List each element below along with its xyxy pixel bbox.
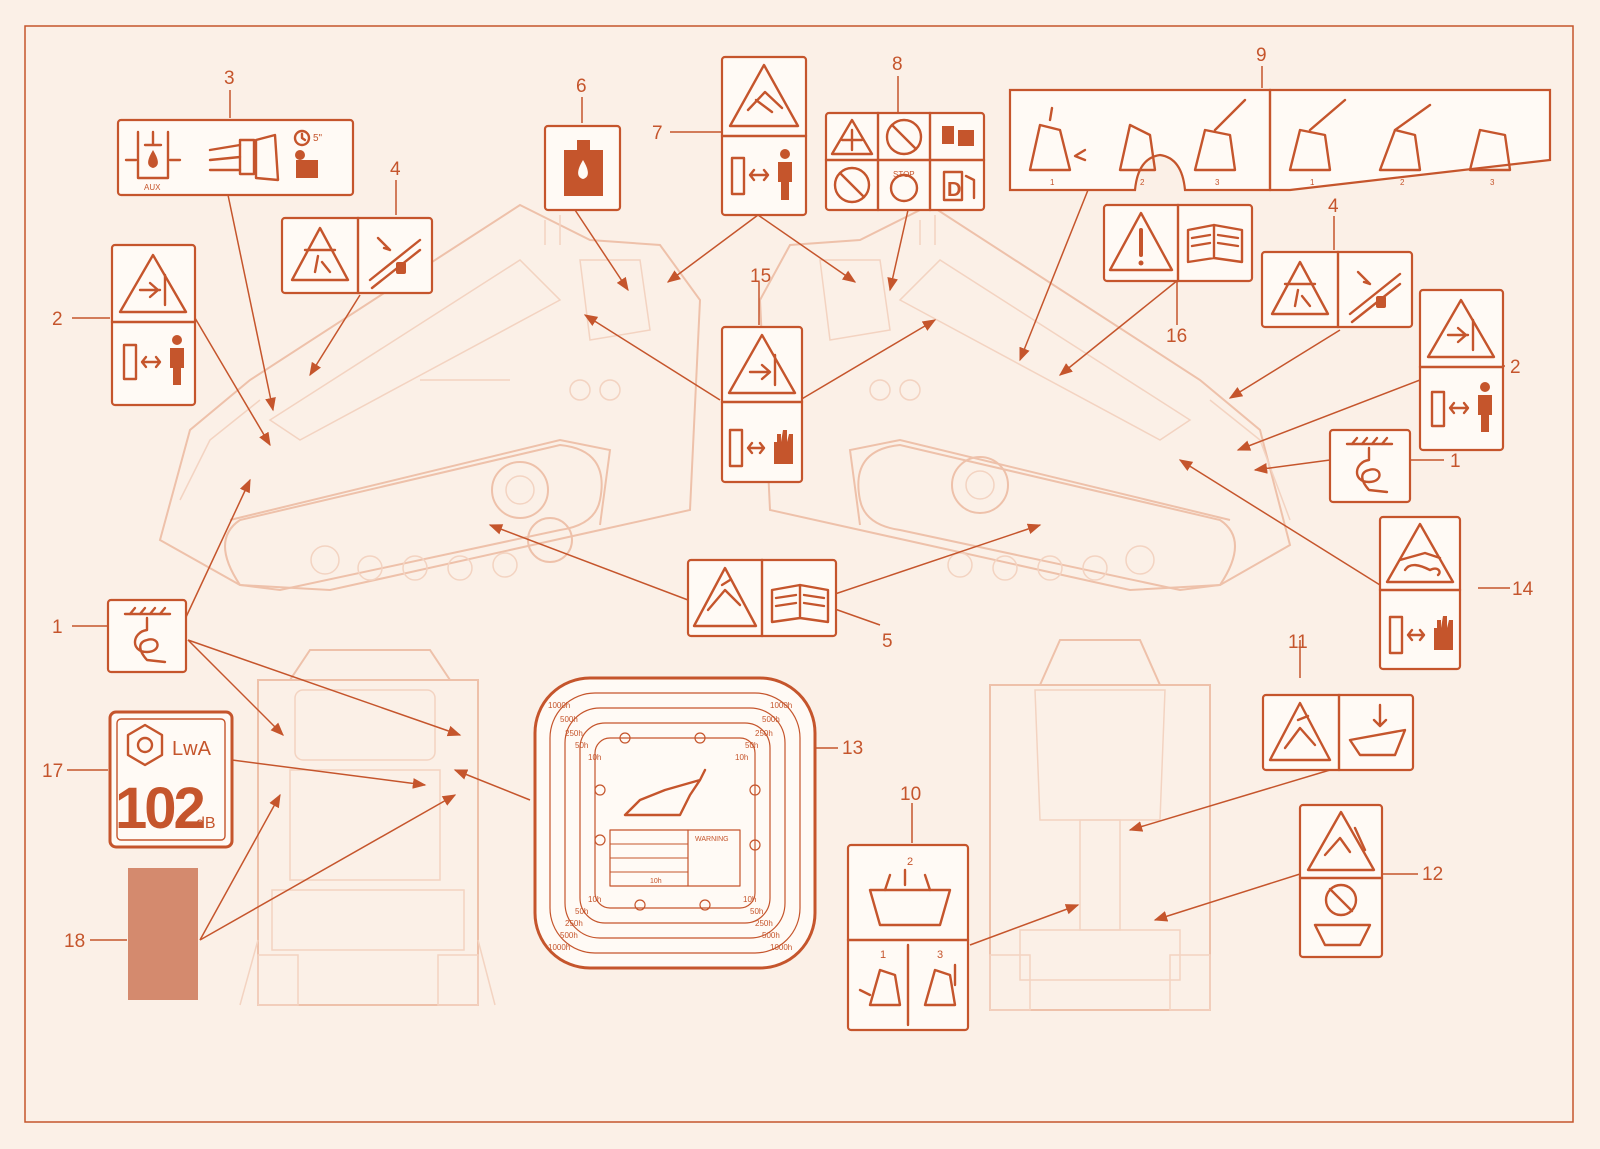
callout-9: 9 <box>1256 45 1267 66</box>
svg-text:10h: 10h <box>588 895 601 904</box>
callout-12: 12 <box>1422 864 1443 885</box>
svg-text:2: 2 <box>907 856 913 868</box>
leader-lines <box>67 66 1510 946</box>
svg-text:500h: 500h <box>762 715 780 724</box>
callout-15: 15 <box>750 266 771 287</box>
svg-text:500h: 500h <box>560 931 578 940</box>
callout-2b: 2 <box>1510 357 1521 378</box>
svg-text:2: 2 <box>1140 178 1145 187</box>
svg-text:1: 1 <box>880 949 886 961</box>
svg-text:1000h: 1000h <box>770 701 792 710</box>
decal-12-no-riders-bucket <box>1298 803 1384 959</box>
svg-text:50h: 50h <box>575 907 588 916</box>
svg-text:LwA: LwA <box>172 738 212 760</box>
decal-13-maintenance-chart: 1000h 1000h 500h 500h 250h 250h 50h 50h … <box>533 676 817 970</box>
svg-text:1000h: 1000h <box>548 943 570 952</box>
callout-18: 18 <box>64 931 85 952</box>
machine-side-right-drawing <box>758 203 1292 592</box>
decal-16-read-operator-manual <box>1102 203 1254 283</box>
svg-text:50h: 50h <box>575 741 588 750</box>
callout-13: 13 <box>842 738 863 759</box>
decal-9-operating-sequence: 1 2 3 1 2 3 <box>1008 88 1552 192</box>
svg-text:WARNING: WARNING <box>695 836 729 843</box>
decal-3-auxiliary-hydraulics: AUX 5" <box>116 118 355 197</box>
callout-numbers: 1 1 2 2 3 4 4 5 6 7 8 9 10 11 12 13 14 1… <box>42 45 1534 952</box>
machine-side-left-drawing <box>158 203 702 592</box>
svg-text:5": 5" <box>313 133 323 144</box>
svg-text:250h: 250h <box>565 729 583 738</box>
svg-text:1000h: 1000h <box>770 943 792 952</box>
decal-4-lift-arm-support-left <box>280 216 434 295</box>
decal-2-crush-hazard-left <box>110 243 197 407</box>
svg-text:500h: 500h <box>560 715 578 724</box>
svg-text:3: 3 <box>1215 178 1220 187</box>
decal-11-bucket-pinch <box>1261 693 1415 772</box>
svg-text:50h: 50h <box>745 741 758 750</box>
callout-1a: 1 <box>52 617 63 638</box>
svg-text:250h: 250h <box>755 729 773 738</box>
callout-10: 10 <box>900 784 921 805</box>
svg-text:250h: 250h <box>755 919 773 928</box>
callout-14: 14 <box>1512 579 1534 600</box>
decal-17-noise-level: LwA 102 dB <box>108 710 234 849</box>
decal-8-fueling-safety: STOP D <box>824 111 986 212</box>
svg-text:D: D <box>947 179 961 201</box>
callout-6: 6 <box>576 76 587 97</box>
decal-2-crush-hazard-right <box>1418 288 1505 452</box>
callout-2a: 2 <box>52 309 63 330</box>
decal-5-rollover-read-manual <box>686 558 838 638</box>
page-frame <box>24 25 1574 1123</box>
svg-text:STOP: STOP <box>893 170 915 179</box>
decal-10-bucket-lift-points: 2 1 3 <box>846 843 970 1032</box>
machine-rear-drawing <box>989 639 1211 1011</box>
svg-text:dB: dB <box>196 815 216 832</box>
svg-text:102: 102 <box>115 776 204 841</box>
callout-17: 17 <box>42 761 63 782</box>
decal-18-color-swatch <box>128 868 198 1000</box>
svg-text:2: 2 <box>1400 178 1405 187</box>
callout-16: 16 <box>1166 326 1187 347</box>
svg-text:3: 3 <box>937 949 943 961</box>
callout-1b: 1 <box>1450 451 1461 472</box>
callout-8: 8 <box>892 54 903 75</box>
svg-text:3: 3 <box>1490 178 1495 187</box>
decal-15-hand-crush-keep-clear <box>720 325 804 484</box>
svg-text:10h: 10h <box>743 895 756 904</box>
callout-3: 3 <box>224 68 235 89</box>
svg-text:1: 1 <box>1050 178 1055 187</box>
svg-text:250h: 250h <box>565 919 583 928</box>
svg-text:1: 1 <box>1310 178 1315 187</box>
decal-7-entanglement-keep-clear <box>720 55 808 217</box>
svg-text:10h: 10h <box>735 753 748 762</box>
callout-7: 7 <box>652 123 663 144</box>
decal-14-hot-surface-keep-clear <box>1378 515 1462 671</box>
svg-text:AUX: AUX <box>144 183 161 192</box>
svg-text:50h: 50h <box>750 907 763 916</box>
callout-11: 11 <box>1288 632 1308 653</box>
decal-4-lift-arm-support-right <box>1260 250 1414 329</box>
svg-text:1000h: 1000h <box>548 701 570 710</box>
decal-1-hose-restraint-left <box>106 598 188 674</box>
decal-6-hydraulic-fluid <box>543 124 622 212</box>
svg-text:500h: 500h <box>762 931 780 940</box>
svg-text:10h: 10h <box>650 878 662 885</box>
machine-front-drawing <box>239 649 496 1006</box>
decal-1-hose-restraint-right <box>1328 428 1412 504</box>
svg-text:10h: 10h <box>588 753 601 762</box>
callout-5: 5 <box>882 631 893 652</box>
callout-4a: 4 <box>390 159 401 180</box>
callout-4b: 4 <box>1328 196 1339 217</box>
